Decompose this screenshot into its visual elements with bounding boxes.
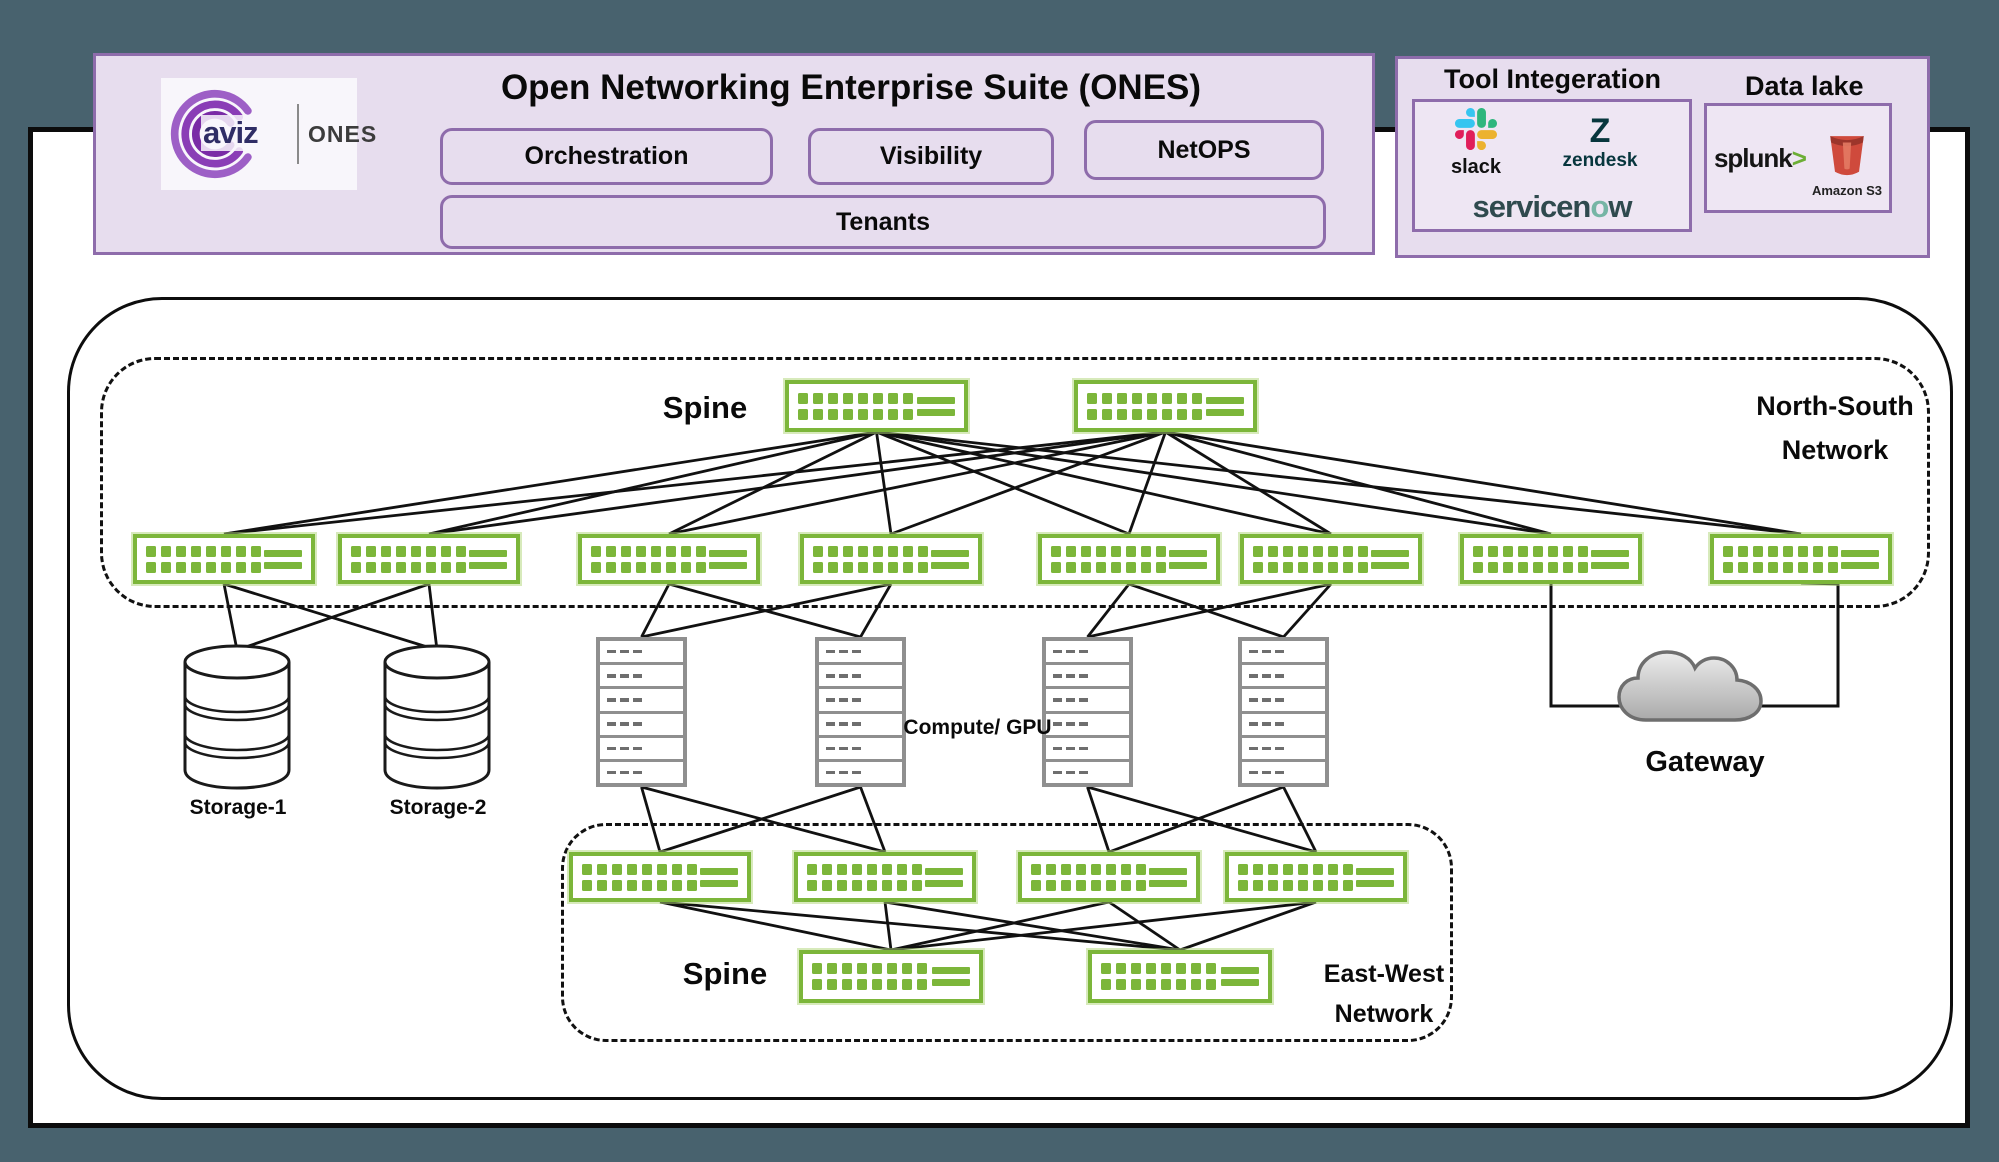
- link-line: [223, 430, 1166, 536]
- ew-spine-label: Spine: [682, 956, 768, 991]
- link-line: [641, 582, 892, 639]
- ones-suite-card: aviz ONES Open Networking Enterprise Sui…: [93, 53, 1375, 255]
- page-title: Open Networking Enterprise Suite (ONES): [500, 68, 1202, 107]
- link-line: [884, 900, 1181, 952]
- link-line: [890, 430, 1166, 536]
- link-line: [876, 430, 1552, 536]
- gateway-cloud-icon: [1617, 650, 1763, 722]
- link-line: [876, 430, 1332, 536]
- compute-gpu-label: Compute/ GPU: [903, 716, 1052, 739]
- tool-integration-box: slack Z zendesk servicenow: [1412, 99, 1692, 232]
- link-line: [236, 582, 430, 652]
- link-line: [1282, 786, 1318, 853]
- servicenow-text-end: w: [1608, 189, 1632, 224]
- east-west-region: [561, 823, 1453, 1042]
- link-line: [223, 430, 877, 536]
- link-line: [1179, 900, 1317, 952]
- splunk-text: splunk: [1713, 142, 1793, 173]
- tool-integration-card: Tool Integeration slack Z zendesk servic…: [1395, 56, 1930, 258]
- link-line: [427, 583, 439, 651]
- link-line: [1086, 583, 1131, 638]
- tool-integration-title: Tool Integeration: [1444, 64, 1661, 94]
- link-line: [1164, 430, 1332, 536]
- link-line: [890, 900, 1317, 952]
- link-line: [883, 901, 893, 951]
- servicenow-o-icon: o: [1590, 189, 1609, 224]
- amazon-s3-label: Amazon S3: [1811, 183, 1883, 198]
- logo-divider: [297, 104, 299, 164]
- east-west-network-label: East-West Network: [1296, 954, 1472, 1034]
- aviz-wordmark: aviz: [201, 115, 260, 151]
- link-line: [1282, 583, 1333, 638]
- ones-wordmark: ONES: [308, 121, 378, 147]
- splunk-logo: splunk>: [1713, 142, 1807, 174]
- north-south-region: [100, 357, 1930, 608]
- link-line: [668, 430, 878, 536]
- link-line: [1165, 430, 1552, 536]
- amazon-s3-logo: Amazon S3: [1812, 132, 1882, 198]
- link-line: [1087, 582, 1332, 639]
- orchestration-button: Orchestration: [440, 128, 773, 185]
- tenants-button: Tenants: [440, 195, 1326, 249]
- link-line: [1800, 581, 1839, 586]
- gateway-label: Gateway: [1645, 746, 1765, 778]
- zendesk-logo: Z zendesk: [1555, 114, 1645, 172]
- link-line: [428, 430, 877, 536]
- servicenow-text: servicen: [1472, 189, 1592, 224]
- link-line: [859, 786, 887, 853]
- link-line: [659, 785, 861, 854]
- ns-label-line1: North-South: [1756, 391, 1914, 421]
- slack-logo: slack: [1441, 108, 1511, 179]
- link-line: [890, 900, 1110, 952]
- netops-button: NetOPS: [1084, 120, 1324, 180]
- storage-1-label: Storage-1: [189, 796, 287, 819]
- link-line: [640, 583, 671, 638]
- link-line: [1108, 900, 1181, 952]
- zendesk-icon: Z: [1589, 112, 1611, 150]
- aviz-ones-logo: aviz ONES: [161, 78, 376, 190]
- data-lake-box: splunk> Amazon S3: [1704, 103, 1892, 213]
- data-lake-title: Data lake: [1745, 71, 1864, 101]
- servicenow-logo: servicenow: [1415, 189, 1689, 225]
- slack-label: slack: [1450, 156, 1502, 178]
- slack-icon: [1455, 108, 1497, 150]
- ns-spine-label: Spine: [662, 390, 748, 425]
- link-line: [876, 430, 1802, 536]
- link-line: [659, 900, 892, 952]
- link-line: [428, 430, 1166, 536]
- gateway-link-line: [1549, 584, 1652, 708]
- link-line: [1086, 786, 1111, 853]
- ew-label-line1: East-West: [1323, 960, 1445, 988]
- storage-2-icon: [383, 644, 491, 790]
- link-line: [1108, 785, 1284, 854]
- ew-label-line2: Network: [1334, 1000, 1434, 1028]
- link-line: [875, 431, 893, 535]
- link-line: [875, 430, 1130, 536]
- gateway-link-line: [1734, 584, 1840, 708]
- storage-2-label: Storage-2: [389, 796, 487, 819]
- link-line: [859, 583, 893, 638]
- link-line: [1127, 431, 1167, 535]
- ns-label-line2: Network: [1781, 435, 1889, 465]
- link-line: [640, 786, 662, 853]
- link-line: [222, 583, 239, 651]
- zendesk-label: zendesk: [1562, 150, 1638, 171]
- visibility-button: Visibility: [808, 128, 1054, 185]
- north-south-network-label: North-South Network: [1735, 384, 1935, 472]
- link-line: [1165, 430, 1802, 536]
- splunk-chevron-icon: >: [1791, 142, 1807, 173]
- link-line: [668, 430, 1166, 536]
- link-line: [1087, 785, 1317, 854]
- link-line: [659, 900, 1181, 952]
- s3-bucket-icon: [1830, 136, 1864, 176]
- storage-1-icon: [183, 644, 291, 790]
